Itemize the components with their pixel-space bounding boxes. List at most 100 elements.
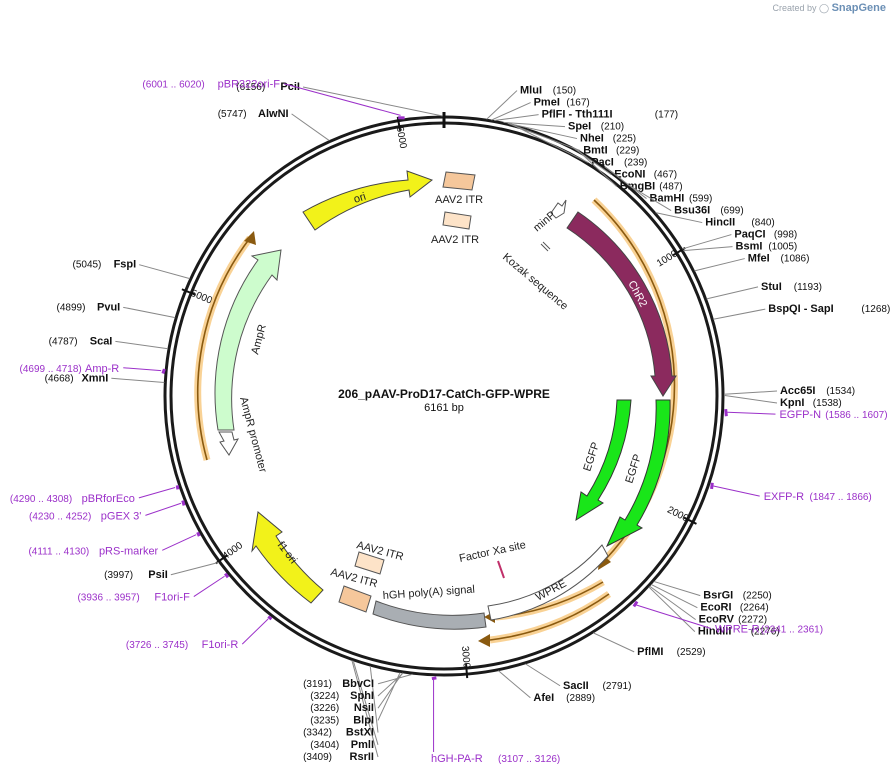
primer-leader-line [727,411,776,415]
watermark-prefix: Created by [772,3,817,13]
site-position: (1193) [794,282,822,293]
ori-arrow [302,170,434,231]
site-position: (2250) [743,591,772,602]
site-leader-line [369,666,379,733]
tick-mark [181,288,196,296]
primer-name: F1ori-R [202,639,239,651]
aav2-itr-box-top-outer [442,171,476,191]
site-position: (467) [654,170,677,181]
site-leader-line [683,246,733,252]
site-position: (210) [601,122,624,133]
feature-label-factor-xa: Factor Xa site [458,539,527,565]
primer-range: (1586 .. 1607) [825,410,887,421]
site-leader-line [593,632,635,653]
site-leader-line [511,123,589,164]
site-name: SpeI [568,121,591,133]
site-leader-line [377,672,404,709]
site-leader-line [723,390,778,395]
site-position: (840) [751,218,774,229]
site-name: PaqCI [734,229,765,241]
site-name: BbvCI [342,678,374,690]
site-position: (2264) [740,603,769,614]
primer-name: hGH-PA-R [431,753,483,765]
site-leader-line [498,670,531,699]
site-position: (3997) [104,570,133,581]
site-position: (3191) [303,679,332,690]
site-leader-line [604,166,647,199]
site-position: (3404) [310,740,339,751]
primer-name: pRS-marker [99,545,159,557]
site-leader-line [486,90,518,120]
site-leader-line [351,660,379,758]
site-position: (1268) [861,304,890,315]
site-leader-line [491,102,531,121]
site-position: (3224) [310,691,339,702]
factor-xa-tick [497,560,505,579]
site-leader-line [507,122,578,140]
site-name: PsiI [148,569,168,581]
primer-leader-line [713,485,760,497]
site-position: (2791) [603,681,632,692]
site-leader-line [723,394,778,404]
site-leader-line [713,308,766,320]
feature-label-ori: ori [352,191,367,206]
site-leader-line [111,377,165,384]
primer-mark [710,482,714,490]
tick-mark [396,116,402,131]
site-name: BstXI [346,727,374,739]
site-position: (3342) [303,728,332,739]
feature-label-kozak: Kozak sequence [500,251,570,312]
primer-range: (6001 .. 6020) [142,80,204,91]
site-position: (229) [616,146,639,157]
site-leader-line [682,234,732,250]
site-labels: MluI(150)PmeI(167)PflFI - Tth111I(177)Sp… [10,79,890,765]
feature-label-ampr: AmpR [249,323,269,356]
site-position: (998) [774,230,797,241]
site-leader-line [694,258,745,272]
site-position: (4787) [49,336,78,347]
site-name: BlpI [353,714,374,726]
primer-name: Amp-R [85,363,119,375]
primer-range: (1847 .. 1866) [810,492,872,503]
site-name: PflFI - Tth111I [542,109,613,121]
chr2-arrow [566,211,677,397]
site-name: BamHI [650,193,685,205]
site-leader-line [170,561,219,576]
site-name: NsiI [354,702,374,714]
primer-leader-line [145,502,182,516]
site-name: EcoRV [699,614,735,626]
site-position: (1086) [781,254,810,265]
site-leader-line [291,113,330,141]
egfp-arrow-outer [605,399,671,548]
feature-label-hgh-polya: hGH poly(A) signal [382,584,475,602]
site-name: PmlI [351,739,374,751]
primer-leader-line [241,618,269,645]
kozak-tick-2 [542,241,551,250]
ampr-arrow [214,249,282,431]
hgh-polya-box [372,600,487,630]
site-position: (177) [655,110,678,121]
site-position: (4668) [45,373,74,384]
site-leader-line [706,286,759,300]
site-name: RsrII [350,751,374,763]
site-name: BspQI - SapI [768,303,833,315]
snapgene-watermark: Created by ◯ SnapGene [772,2,886,14]
tick-label: 6000 [394,126,409,150]
aav2-itr-box-top-inner [442,211,472,230]
tick-label: 4000 [221,540,246,562]
feature-label-aav2-itr-top-inner: AAV2 ITR [431,234,479,246]
primer-range: (4290 .. 4308) [10,494,72,505]
primer-mark [196,531,201,537]
tick-mark [215,554,228,565]
site-position: (1538) [813,398,842,409]
site-name: FspI [114,259,137,271]
site-leader-line [377,672,404,697]
minp-arrow [550,199,567,219]
aav2-itr-box-bottom-inner [354,551,385,575]
primer-mark [223,572,230,579]
primer-range: (2341 .. 2361) [761,625,823,636]
primer-range: (4111 .. 4130) [28,546,89,557]
site-name: HindIII [698,626,732,638]
primer-name: EGFP-N [779,409,821,421]
site-position: (225) [613,134,636,145]
